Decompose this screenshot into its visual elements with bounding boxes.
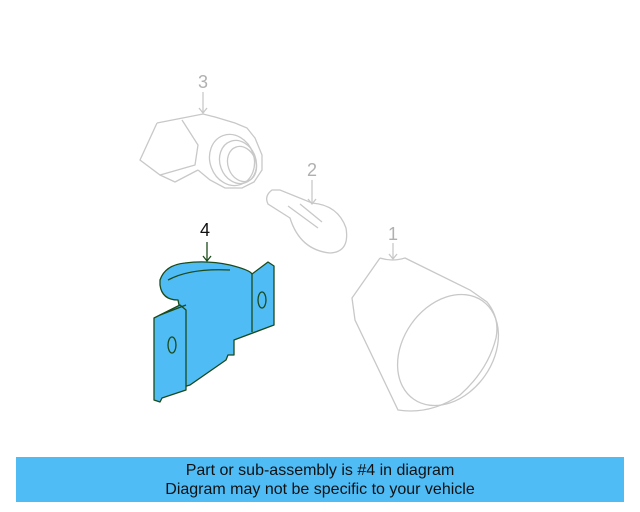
callout-1: 1 xyxy=(388,224,398,244)
banner-line-part-number: Part or sub-assembly is #4 in diagram xyxy=(185,462,455,479)
part-1-lamp-housing[interactable]: 1 xyxy=(351,224,519,425)
callout-4: 4 xyxy=(200,220,210,240)
callout-3: 3 xyxy=(198,72,208,92)
part-3-socket[interactable]: 3 xyxy=(139,72,263,192)
callout-2: 2 xyxy=(307,160,317,180)
banner-line-disclaimer: Diagram may not be specific to your vehi… xyxy=(165,481,475,498)
part-4-bracket[interactable]: 4 xyxy=(153,220,275,403)
part-2-bulb[interactable]: 2 xyxy=(266,160,348,254)
bracket-hole-left xyxy=(167,336,177,354)
bracket-hole-right xyxy=(257,291,267,309)
info-banner: Part or sub-assembly is #4 in diagram Di… xyxy=(16,457,624,502)
